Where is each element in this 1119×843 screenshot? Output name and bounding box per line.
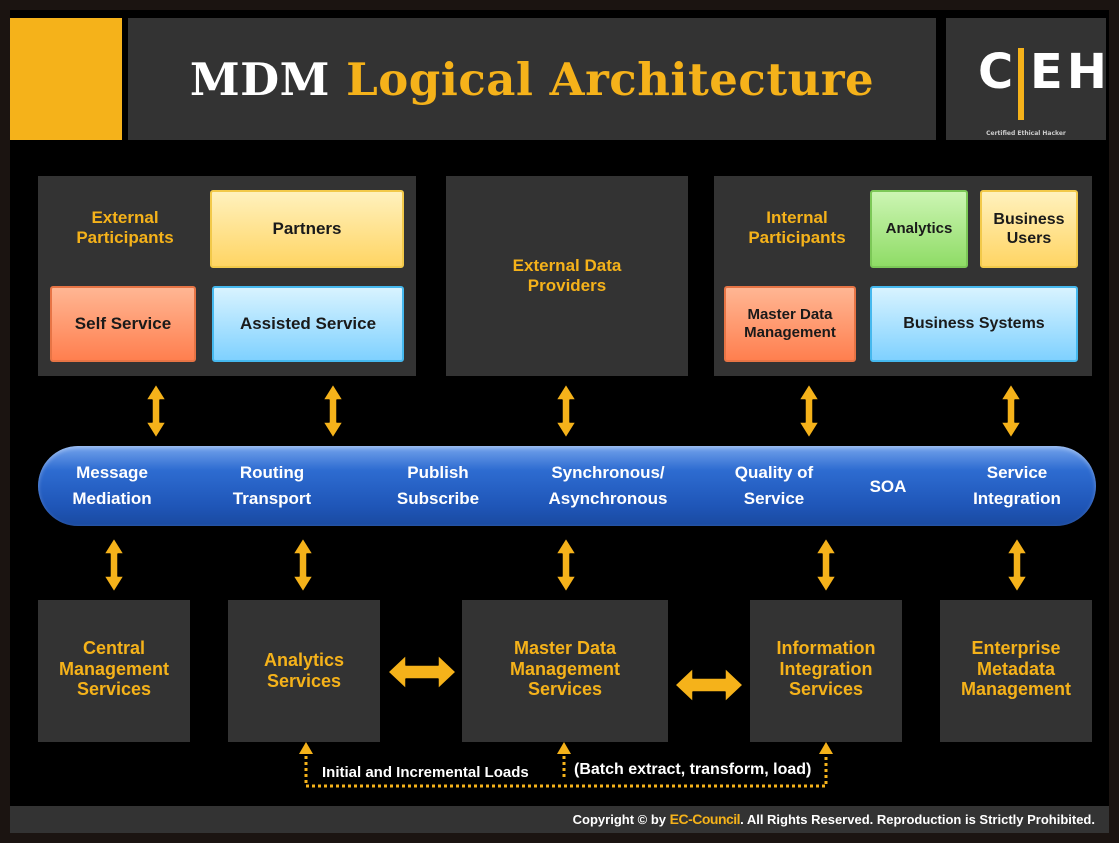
loads-note: (Batch extract, transform, load) [574,761,812,778]
copyright-suffix: . All Rights Reserved. Reproduction is S… [740,812,1095,827]
bus-item-service-integration: Service Integration [964,460,1070,512]
label-line: Analytics [263,650,345,670]
master-data-management-services-label: Master Data Management Services [462,638,668,700]
bus-item-publish-subscribe: Publish Subscribe [386,460,490,512]
external-data-providers-label: External Data Providers [512,256,622,295]
double-arrow-icon [798,383,820,439]
internal-participants-label: Internal Participants [748,208,846,247]
label-line: Services [76,679,152,700]
double-arrow-icon [145,383,167,439]
bus-item-routing-transport: Routing Transport [220,460,324,512]
footer-bar: Copyright © by EC-Council. All Rights Re… [10,806,1109,833]
enterprise-metadata-management-label: Enterprise Metadata Management [940,638,1092,700]
analytics-services-label: Analytics Services [228,650,380,691]
bus-item-line: Asynchronous [548,489,668,508]
double-arrow-icon [1000,383,1022,439]
bus-item-line: Synchronous/ [551,463,665,482]
logo-subtitle: Certified Ethical Hacker [986,130,1066,137]
bus-item-line: Routing [239,463,305,482]
double-arrow-icon [322,383,344,439]
double-arrow-icon [292,537,314,593]
information-integration-services-label: Information Integration Services [750,638,902,700]
bus-item-soa: SOA [858,474,918,500]
loads-connector [299,742,833,788]
label-line: Management [960,679,1072,700]
label-line: Master Data [513,638,617,658]
bus-item-line: SOA [869,477,907,496]
bus-item-line: Publish [407,463,469,482]
label-line: Management [58,658,170,679]
title-part-2: Logical Architecture [346,52,875,106]
label-line: Services [788,679,864,700]
double-arrow-icon [815,537,837,593]
label-line: Management [509,658,621,679]
information-integration-services-panel: Information Integration Services [750,600,902,742]
service-bus: Message Mediation Routing Transport Publ… [38,446,1096,526]
label-line: Enterprise [971,638,1061,658]
copyright-text: Copyright © by EC-Council. All Rights Re… [573,811,1095,827]
logo-eh: EH [1030,44,1111,100]
external-participants-label: External Participants [76,208,174,247]
business-users-chip: Business Users [980,190,1078,268]
label-line: Services [527,679,603,700]
accent-square [10,18,122,140]
label-line: Services [266,670,342,691]
bus-item-line: Service [743,489,805,508]
master-data-management-services-panel: Master Data Management Services [462,600,668,742]
partners-chip: Partners [210,190,404,268]
title-part-1: MDM [189,52,330,106]
logo-c: C [978,44,1014,100]
loads-label: Initial and Incremental Loads [322,764,529,781]
bus-item-line: Subscribe [396,489,480,508]
central-management-services-panel: Central Management Services [38,600,190,742]
bus-item-quality-of-service: Quality of Service [724,460,824,512]
external-data-providers-panel: External Data Providers [446,176,688,376]
self-service-chip: Self Service [50,286,196,362]
analytics-services-panel: Analytics Services [228,600,380,742]
title-bar: MDM Logical Architecture [128,18,936,140]
logo-letters: C EH [946,44,1107,120]
analytics-chip: Analytics [870,190,968,268]
label-line: Information [776,638,876,658]
ec-council-brand: EC-Council [669,811,741,827]
assisted-service-chip: Assisted Service [212,286,404,362]
external-participants-panel: External Participants Partners Self Serv… [38,176,416,376]
logo-divider [1018,48,1024,120]
bus-item-line: Message [76,463,148,482]
bus-item-synchronous-asynchronous: Synchronous/ Asynchronous [542,460,674,512]
page-title: MDM Logical Architecture [190,53,874,106]
bus-item-line: Mediation [72,489,152,508]
double-arrow-icon [1006,537,1028,593]
label-line: Integration [779,658,873,679]
double-arrow-icon [555,383,577,439]
double-arrow-icon [555,537,577,593]
internal-participants-panel: Internal Participants Analytics Business… [714,176,1092,376]
ceh-logo: C EH Certified Ethical Hacker [946,18,1107,140]
copyright-prefix: Copyright © by [572,812,670,827]
label-line: Metadata [976,658,1056,679]
bus-item-line: Service [986,463,1048,482]
bus-item-line: Quality of [734,463,814,482]
master-data-management-chip: Master Data Management [724,286,856,362]
horizontal-double-arrow-icon [387,654,457,690]
business-systems-chip: Business Systems [870,286,1078,362]
label-line: Central [82,638,145,658]
horizontal-double-arrow-icon [674,667,744,703]
central-management-services-label: Central Management Services [38,638,190,700]
double-arrow-icon [103,537,125,593]
enterprise-metadata-management-panel: Enterprise Metadata Management [940,600,1092,742]
bus-item-line: Integration [973,489,1061,508]
bus-item-message-mediation: Message Mediation [60,460,164,512]
bus-item-line: Transport [232,489,312,508]
